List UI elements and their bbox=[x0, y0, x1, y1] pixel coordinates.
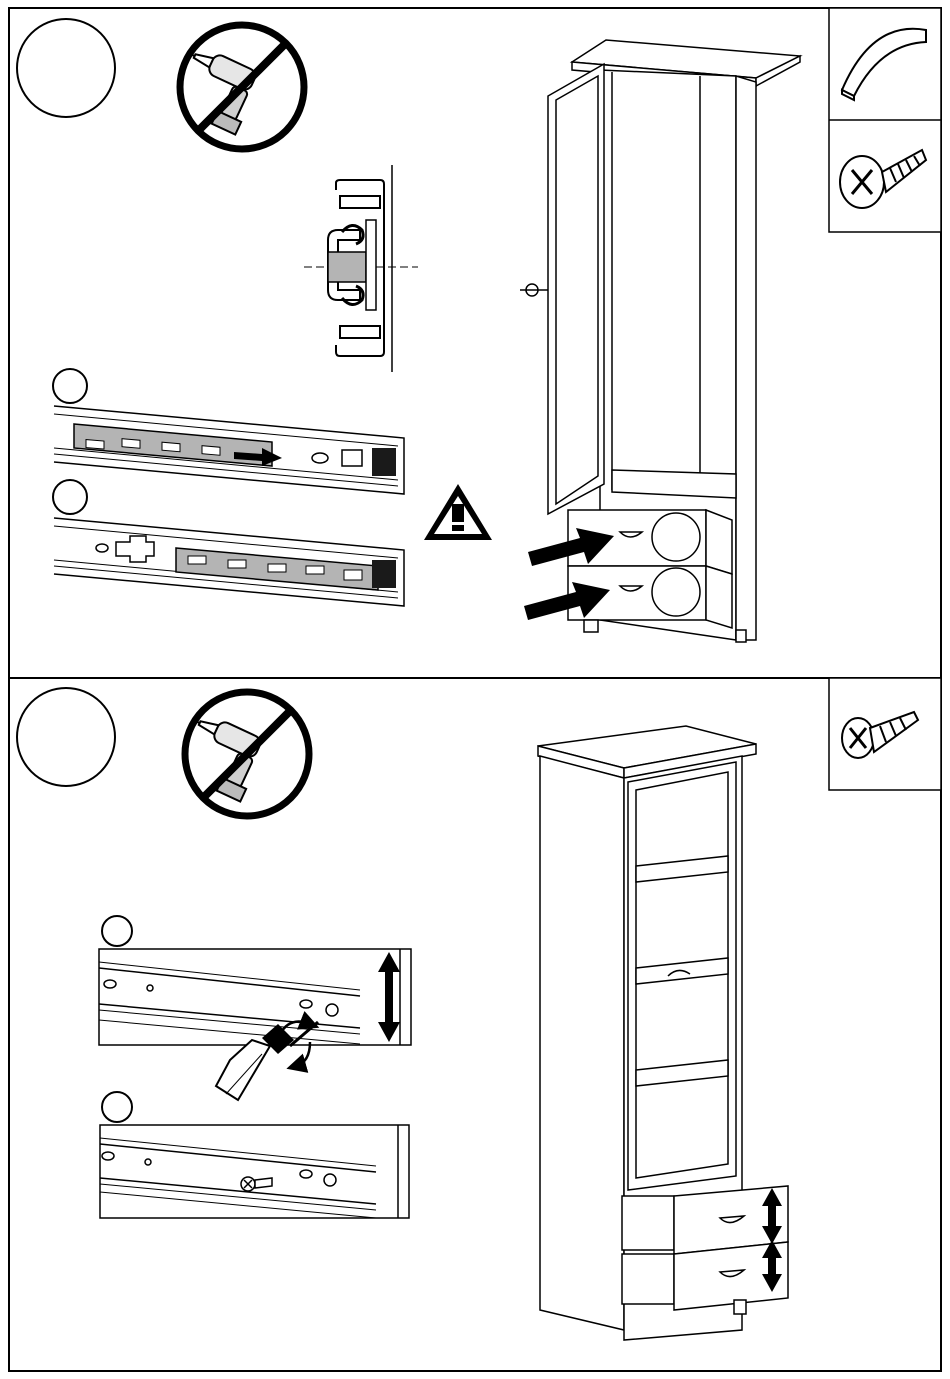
step-panel-1 bbox=[9, 8, 941, 678]
substep-b-rail-figure bbox=[53, 480, 404, 606]
step-panel-2 bbox=[9, 678, 941, 1371]
step-1-parts-box bbox=[829, 8, 941, 232]
step-2-substep-a-badge bbox=[102, 916, 132, 946]
step-1-number-badge bbox=[17, 19, 115, 117]
step-1-frame bbox=[9, 8, 941, 678]
step-2-substep-b-badge bbox=[102, 1092, 132, 1122]
no-power-drill-icon bbox=[170, 692, 309, 816]
rail-cross-section-detail bbox=[304, 165, 418, 372]
warning-triangle-icon bbox=[424, 484, 492, 540]
substep-a-rail-figure bbox=[53, 369, 404, 494]
step-2-parts-box bbox=[829, 678, 941, 790]
step-2-number-badge bbox=[17, 688, 115, 786]
cabinet-drawer-adjust-figure bbox=[538, 726, 788, 1340]
substep-a-badge bbox=[53, 369, 87, 403]
substep-b-badge bbox=[53, 480, 87, 514]
substep-b-screw-figure bbox=[100, 1092, 409, 1218]
no-power-drill-icon bbox=[165, 25, 304, 149]
substep-a-adjust-figure bbox=[99, 916, 411, 1100]
